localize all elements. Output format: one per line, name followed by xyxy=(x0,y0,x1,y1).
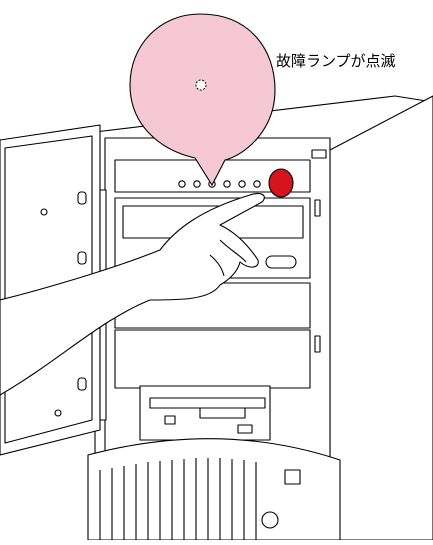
pointing-hand-icon xyxy=(0,193,265,396)
status-led-1 xyxy=(178,180,186,188)
callout-bubble xyxy=(129,13,276,187)
status-led-5 xyxy=(238,180,246,188)
status-led-4 xyxy=(223,180,231,188)
server-side-panel xyxy=(329,95,433,541)
fault-lamp-icon xyxy=(268,168,294,198)
callout-label: 故障ランプが点滅 xyxy=(276,52,396,70)
server-base xyxy=(87,438,341,541)
empty-bay-2 xyxy=(114,329,311,389)
vent-grille xyxy=(99,458,257,540)
power-button xyxy=(261,511,279,529)
eject-button xyxy=(265,255,297,269)
blinking-led-icon xyxy=(195,79,207,91)
status-led-6 xyxy=(253,180,261,188)
status-led-2 xyxy=(193,180,201,188)
